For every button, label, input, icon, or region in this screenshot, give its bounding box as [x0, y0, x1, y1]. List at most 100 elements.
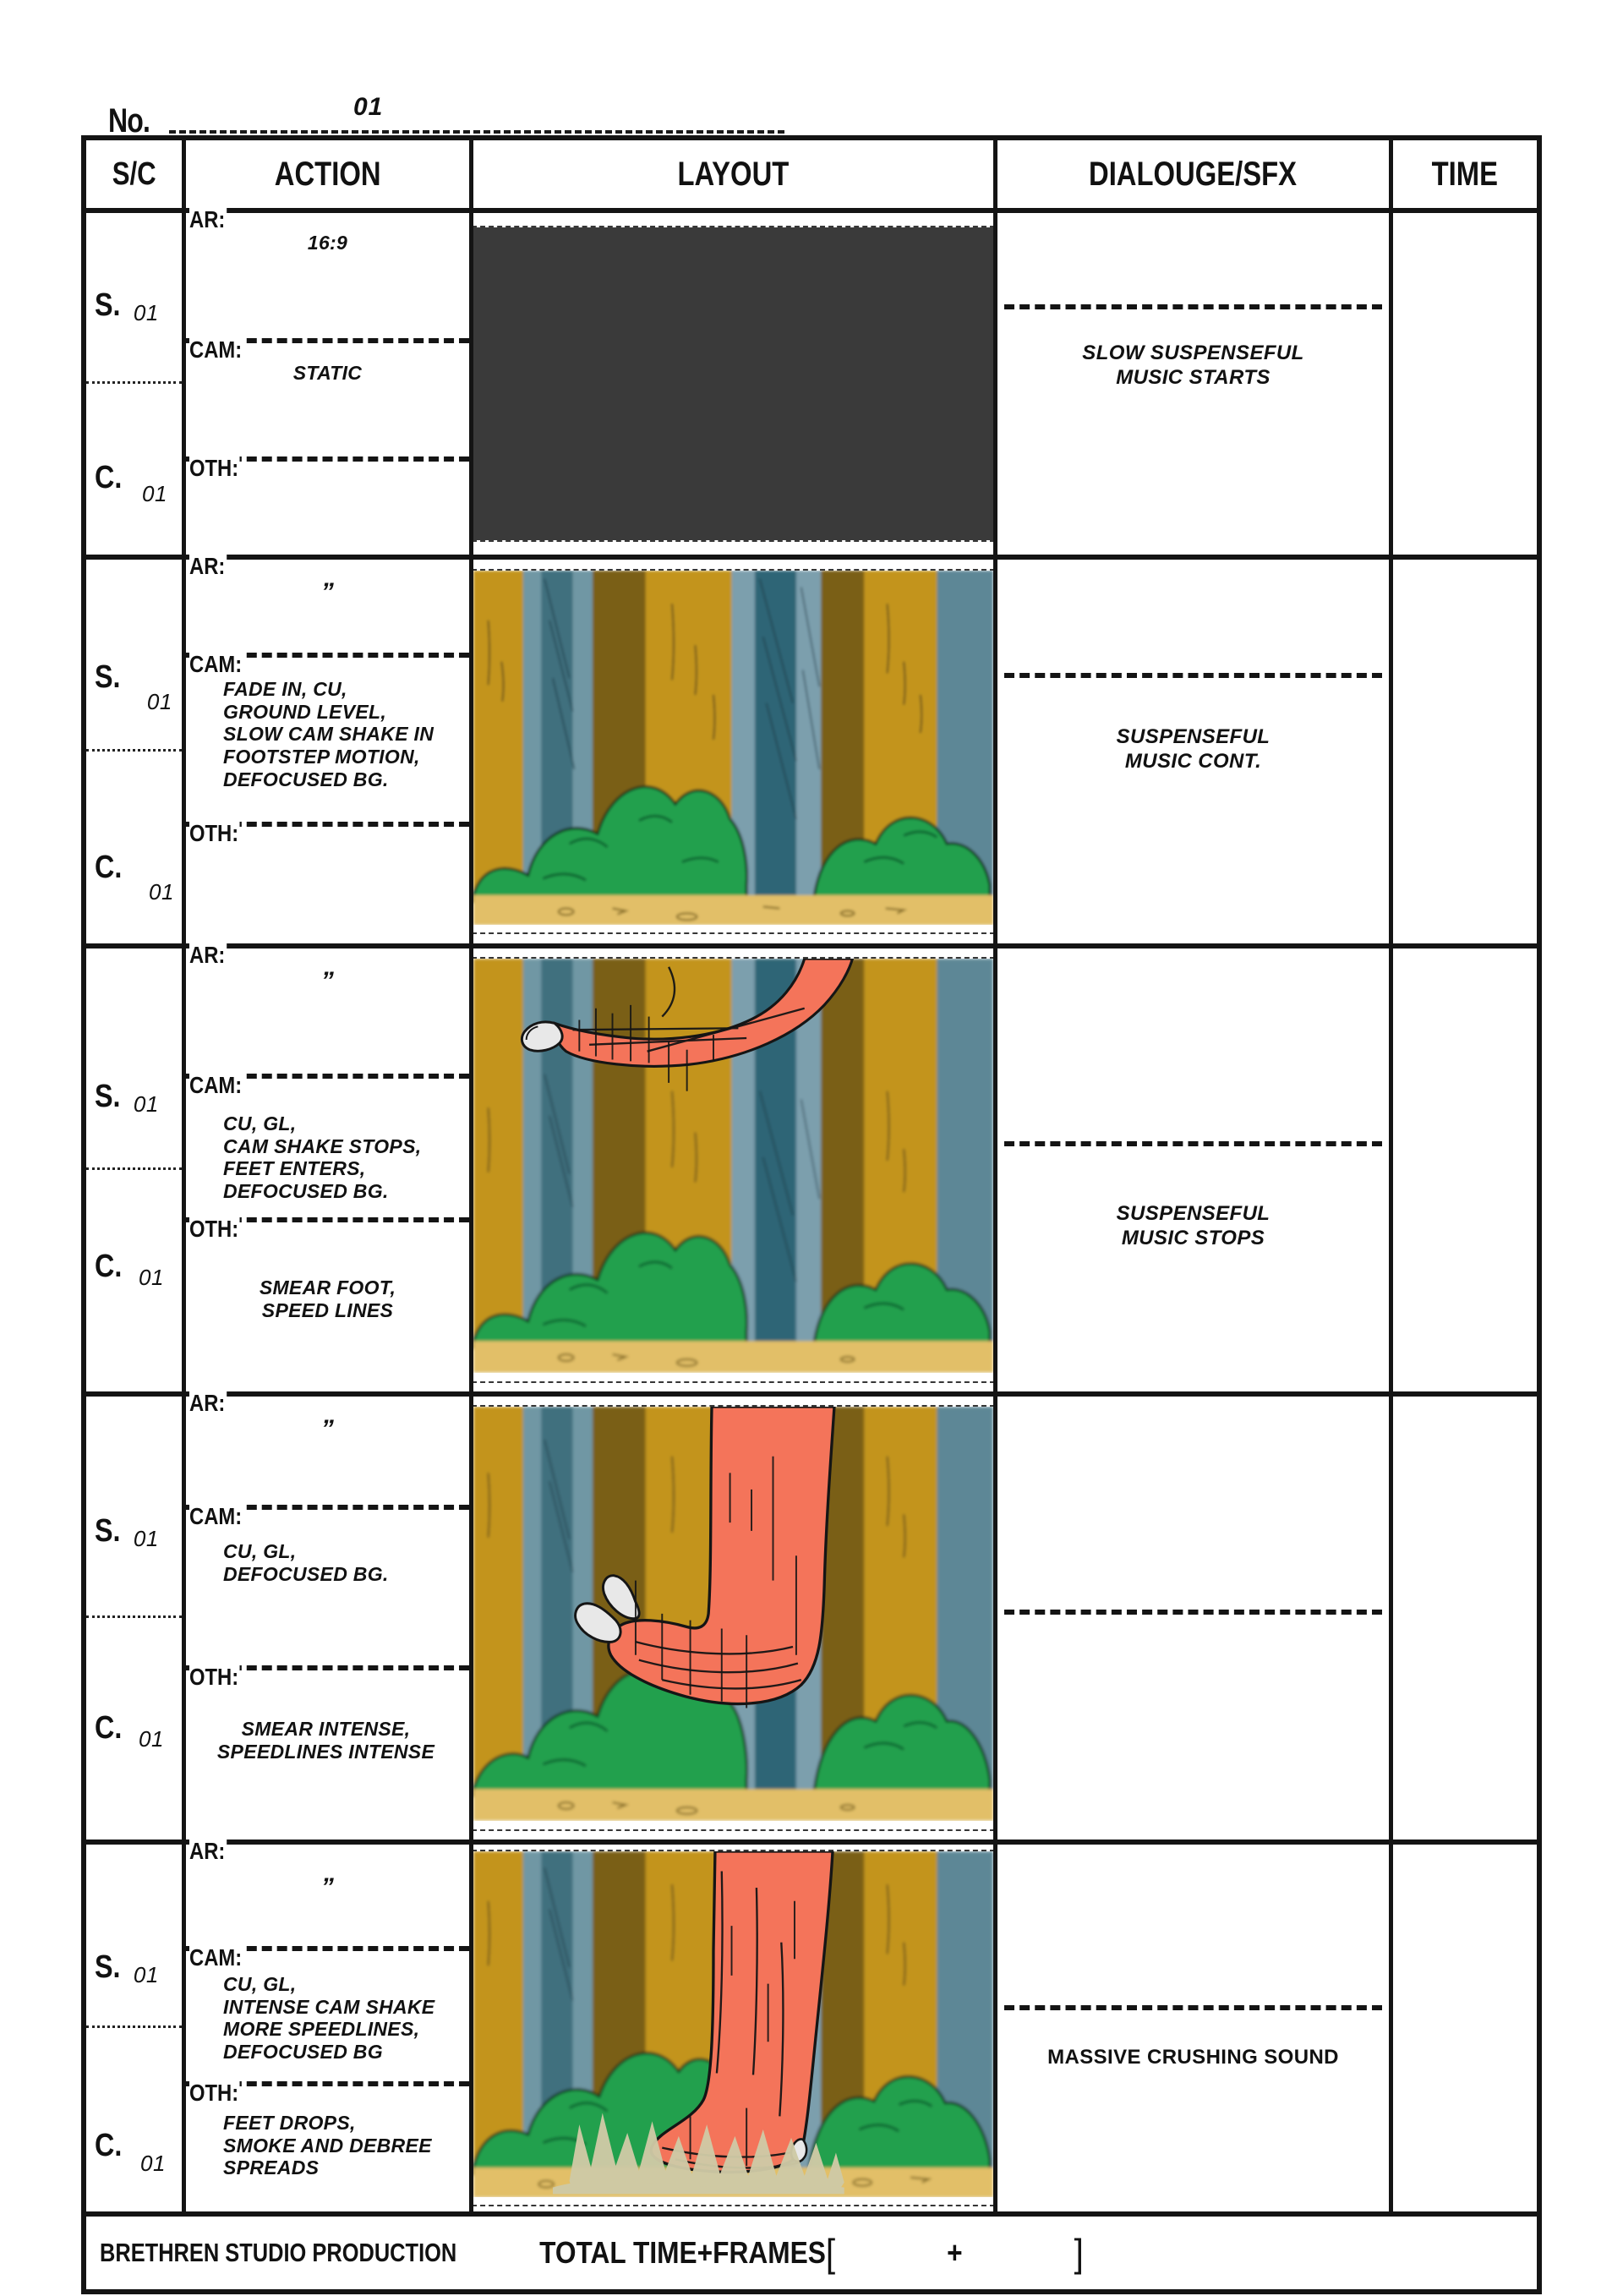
sheet-number-header: No. 01 [108, 81, 784, 140]
layout-panel-foot-enters[interactable] [472, 957, 995, 1383]
action-cam-segment: CAM: CU, GL, INTENSE CAM SHAKE MORE SPEE… [186, 1946, 469, 2081]
ar-value[interactable]: ” [320, 1873, 335, 1901]
table-row: S.01 C.01 AR: ” CAM: FADE IN, CU, GROUND… [86, 555, 1537, 948]
cam-value[interactable]: FADE IN, CU, GROUND LEVEL, SLOW CAM SHAK… [223, 678, 434, 790]
cut-sub-cell: C. 01 [86, 2028, 182, 2211]
dialogue-divider [1004, 304, 1382, 309]
table-row: S.01 C.01 AR: ” CAM: CU, GL, INTENSE CAM… [86, 1840, 1537, 2217]
scene-label: S. [95, 1513, 121, 1550]
total-label: TOTAL TIME+FRAMES [539, 2235, 826, 2270]
action-ar-segment: AR: 16:9 [186, 208, 469, 338]
ar-value[interactable]: ” [320, 578, 335, 606]
scene-label: S. [95, 1078, 121, 1114]
foot-enters-illustration [473, 959, 993, 1373]
action-cell: AR: 16:9 CAM: STATIC OTH: [186, 208, 473, 555]
dialogue-text[interactable]: SUSPENSEFUL MUSIC STOPS [1116, 1202, 1271, 1249]
bracket-open: [ [825, 2231, 836, 2275]
time-cell[interactable] [1393, 560, 1537, 943]
dialogue-cell: SUSPENSEFUL MUSIC STOPS [997, 948, 1393, 1391]
time-cell[interactable] [1393, 948, 1537, 1391]
action-ar-segment: AR: ” [186, 1391, 469, 1505]
layout-cell [472, 1845, 997, 2211]
column-header-time: TIME [1431, 155, 1499, 193]
cam-value[interactable]: CU, GL, INTENSE CAM SHAKE MORE SPEEDLINE… [223, 1973, 435, 2064]
ar-value[interactable]: ” [320, 967, 335, 995]
dialogue-text[interactable]: MASSIVE CRUSHING SOUND [1047, 2046, 1339, 2069]
cut-label: C. [95, 1709, 123, 1746]
cut-number[interactable]: 01 [139, 1265, 164, 1291]
cut-number[interactable]: 01 [139, 1725, 164, 1752]
no-dashed-line [169, 130, 784, 134]
ar-value[interactable]: 16:9 [307, 232, 348, 254]
storyboard-table: S/C ACTION LAYOUT DIALOUGE/SFX TIME S.01… [81, 135, 1542, 2294]
oth-value[interactable]: SMEAR INTENSE, SPEEDLINES INTENSE [216, 1718, 435, 1763]
cam-value[interactable]: CU, GL, DEFOCUSED BG. [223, 1540, 389, 1585]
no-value[interactable]: 01 [353, 93, 384, 121]
ar-label: AR: [189, 553, 227, 579]
dialogue-cell: SLOW SUSPENSEFUL MUSIC STARTS [997, 213, 1393, 555]
layout-cell [472, 948, 997, 1391]
dialogue-text[interactable]: SUSPENSEFUL MUSIC CONT. [1116, 725, 1271, 773]
table-row: S. 01 C. 01 AR: ” CAM: CU, GL, DEFOCUSED B… [86, 1391, 1537, 1845]
cam-label: CAM: [189, 1072, 243, 1098]
cam-label: CAM: [189, 336, 243, 363]
time-cell[interactable] [1393, 1845, 1537, 2211]
cam-value[interactable]: CU, GL, CAM SHAKE STOPS, FEET ENTERS, DE… [223, 1112, 422, 1203]
oth-label: OTH: [189, 2080, 240, 2106]
layout-panel-foot-impact[interactable] [472, 1850, 995, 2206]
forest-scene-illustration [473, 571, 993, 926]
cut-label: C. [95, 2127, 123, 2163]
scene-sub-cell: S. 01 [86, 560, 182, 752]
ar-label: AR: [189, 1390, 227, 1416]
foot-impact-illustration [473, 1851, 993, 2198]
oth-label: OTH: [189, 1664, 240, 1690]
ar-value[interactable]: ” [320, 1415, 335, 1443]
cam-value[interactable]: STATIC [292, 362, 363, 384]
column-header-layout: LAYOUT [473, 140, 997, 208]
sc-cell: S. 01 C. 01 [86, 1397, 186, 1840]
scene-number[interactable]: 01 [133, 1526, 159, 1552]
cut-number[interactable]: 01 [149, 878, 174, 905]
time-cell[interactable] [1393, 1397, 1537, 1840]
dialogue-cell: MASSIVE CRUSHING SOUND [997, 1845, 1393, 2211]
oth-label: OTH: [189, 1216, 240, 1242]
cut-number[interactable]: 01 [142, 481, 167, 507]
cut-sub-cell: C. 01 [86, 384, 182, 555]
action-oth-segment: OTH: FEET DROPS, SMOKE AND DEBREE SPREAD… [186, 2081, 469, 2206]
scene-label: S. [95, 287, 121, 324]
oth-value[interactable]: FEET DROPS, SMOKE AND DEBREE SPREADS [223, 2112, 432, 2179]
scene-sub-cell: S. 01 [86, 1397, 182, 1618]
cut-sub-cell: C.01 [86, 1170, 182, 1391]
oth-value[interactable]: SMEAR FOOT, SPEED LINES [259, 1276, 396, 1321]
sc-cell: S. 01 C.01 [86, 948, 186, 1391]
cut-number[interactable]: 01 [140, 2150, 166, 2176]
sc-cell: S.01 C. 01 [86, 1845, 186, 2211]
dialogue-divider [1004, 2005, 1382, 2010]
layout-panel-blank[interactable] [472, 226, 995, 542]
scene-number[interactable]: 01 [146, 689, 172, 715]
table-row: S. 01 C. 01 AR: 16:9 CAM: STATIC [86, 208, 1537, 560]
scene-number[interactable]: 01 [133, 1091, 159, 1117]
scene-sub-cell: S.01 [86, 1845, 182, 2028]
cut-label: C. [95, 460, 123, 496]
dialogue-cell [997, 1397, 1393, 1840]
action-cell: AR: ” CAM: FADE IN, CU, GROUND LEVEL, SL… [186, 555, 473, 943]
dialogue-cell: SUSPENSEFUL MUSIC CONT. [997, 560, 1393, 943]
scene-number[interactable]: 01 [133, 1961, 159, 1987]
action-cell: AR: ” CAM: CU, GL, DEFOCUSED BG. OTH: SM… [186, 1391, 473, 1840]
action-oth-segment: OTH: SMEAR FOOT, SPEED LINES [186, 1217, 469, 1386]
action-cell: AR: ” CAM: CU, GL, CAM SHAKE STOPS, FEET… [186, 943, 473, 1391]
dialogue-text[interactable]: SLOW SUSPENSEFUL MUSIC STARTS [1082, 342, 1304, 389]
cam-label: CAM: [189, 651, 243, 677]
column-header-action: ACTION [186, 140, 473, 208]
time-cell[interactable] [1393, 213, 1537, 555]
sc-cell: S. 01 C. 01 [86, 213, 186, 555]
bracket-close: ] [1074, 2231, 1084, 2275]
layout-panel-forest[interactable] [472, 569, 995, 934]
cut-sub-cell: C. 01 [86, 1618, 182, 1840]
layout-panel-foot-descends[interactable] [472, 1405, 995, 1831]
scene-label: S. [95, 659, 121, 696]
scene-number[interactable]: 01 [133, 300, 159, 326]
column-header-dialogue: DIALOUGE/SFX [997, 140, 1393, 208]
layout-cell [472, 1397, 997, 1840]
